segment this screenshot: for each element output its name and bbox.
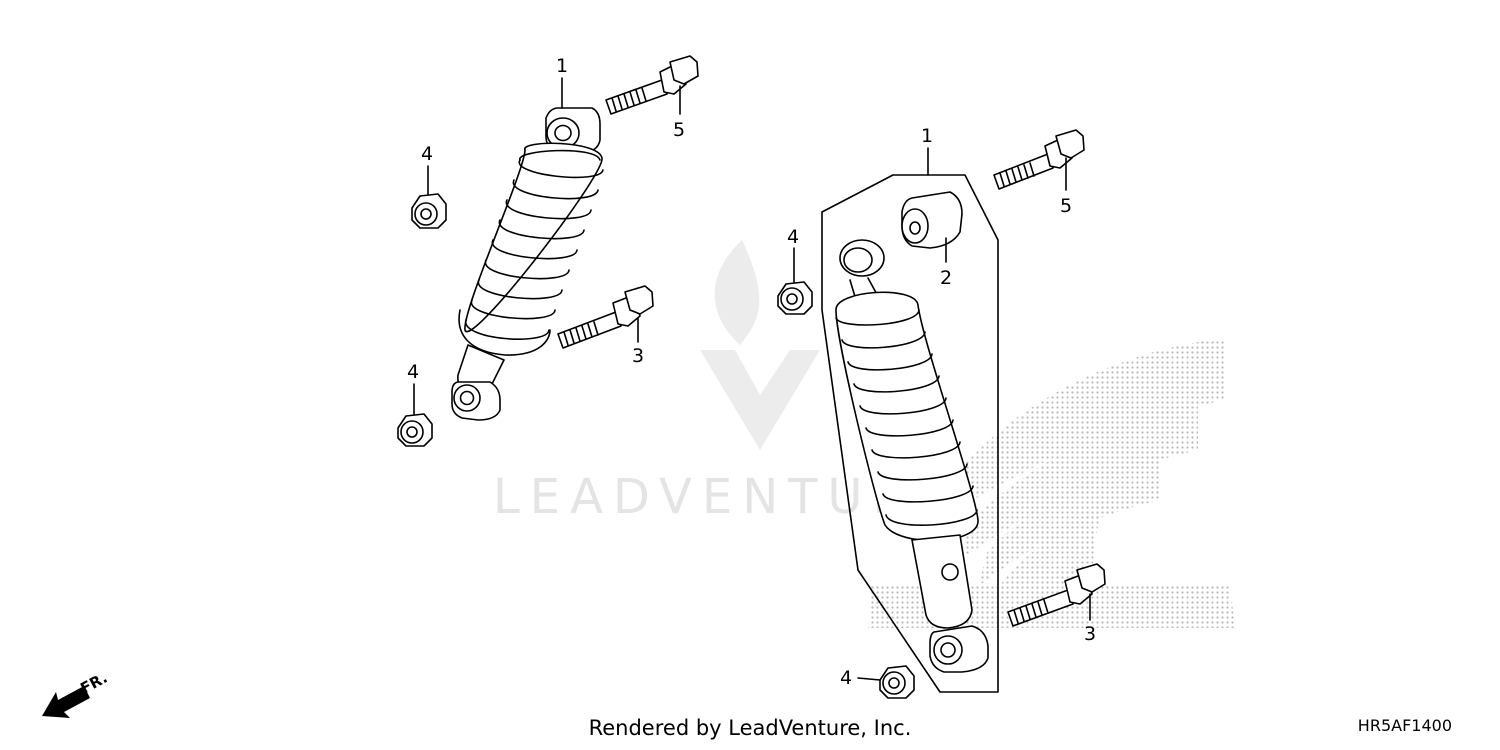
right-leader-lines xyxy=(793,147,1091,681)
right-bushing[interactable] xyxy=(901,191,963,249)
right-shock-absorber[interactable] xyxy=(835,239,989,673)
diagram-code: HR5AF1400 xyxy=(1357,716,1452,735)
callout-right-bolt-top[interactable]: 5 xyxy=(1060,195,1072,217)
left-leader-lines xyxy=(413,77,681,415)
left-nut-top[interactable] xyxy=(411,193,447,229)
callout-left-bolt-top[interactable]: 5 xyxy=(673,119,685,141)
rendered-by-caption: Rendered by LeadVenture, Inc. xyxy=(588,716,912,740)
right-nut-top[interactable] xyxy=(777,281,813,315)
left-bolt-top[interactable] xyxy=(605,55,699,115)
right-nut-bottom[interactable] xyxy=(879,665,915,699)
callout-right-shock[interactable]: 1 xyxy=(921,125,933,147)
right-bolt-bottom[interactable] xyxy=(1007,563,1106,627)
left-bolt-mid[interactable] xyxy=(557,285,654,349)
callout-left-nut-top[interactable]: 4 xyxy=(421,143,433,165)
front-direction-indicator: FR. xyxy=(42,669,110,718)
leadventure-watermark: LEADVENTURE xyxy=(493,240,946,525)
left-nut-bottom[interactable] xyxy=(397,413,433,447)
right-assembly-outline xyxy=(821,174,999,693)
callout-left-shock[interactable]: 1 xyxy=(556,55,568,77)
flame-logo-icon xyxy=(700,240,820,450)
callout-right-nut-bottom[interactable]: 4 xyxy=(840,667,852,689)
callout-left-nut-bottom[interactable]: 4 xyxy=(407,361,419,383)
callout-left-bolt-mid[interactable]: 3 xyxy=(632,345,644,367)
right-bolt-top[interactable] xyxy=(993,129,1085,190)
callout-right-bushing[interactable]: 2 xyxy=(940,267,952,289)
callout-right-nut-top[interactable]: 4 xyxy=(787,226,799,248)
front-arrow-icon xyxy=(42,686,90,718)
callout-right-bolt-bottom[interactable]: 3 xyxy=(1084,623,1096,645)
left-shock-absorber[interactable] xyxy=(451,107,604,421)
